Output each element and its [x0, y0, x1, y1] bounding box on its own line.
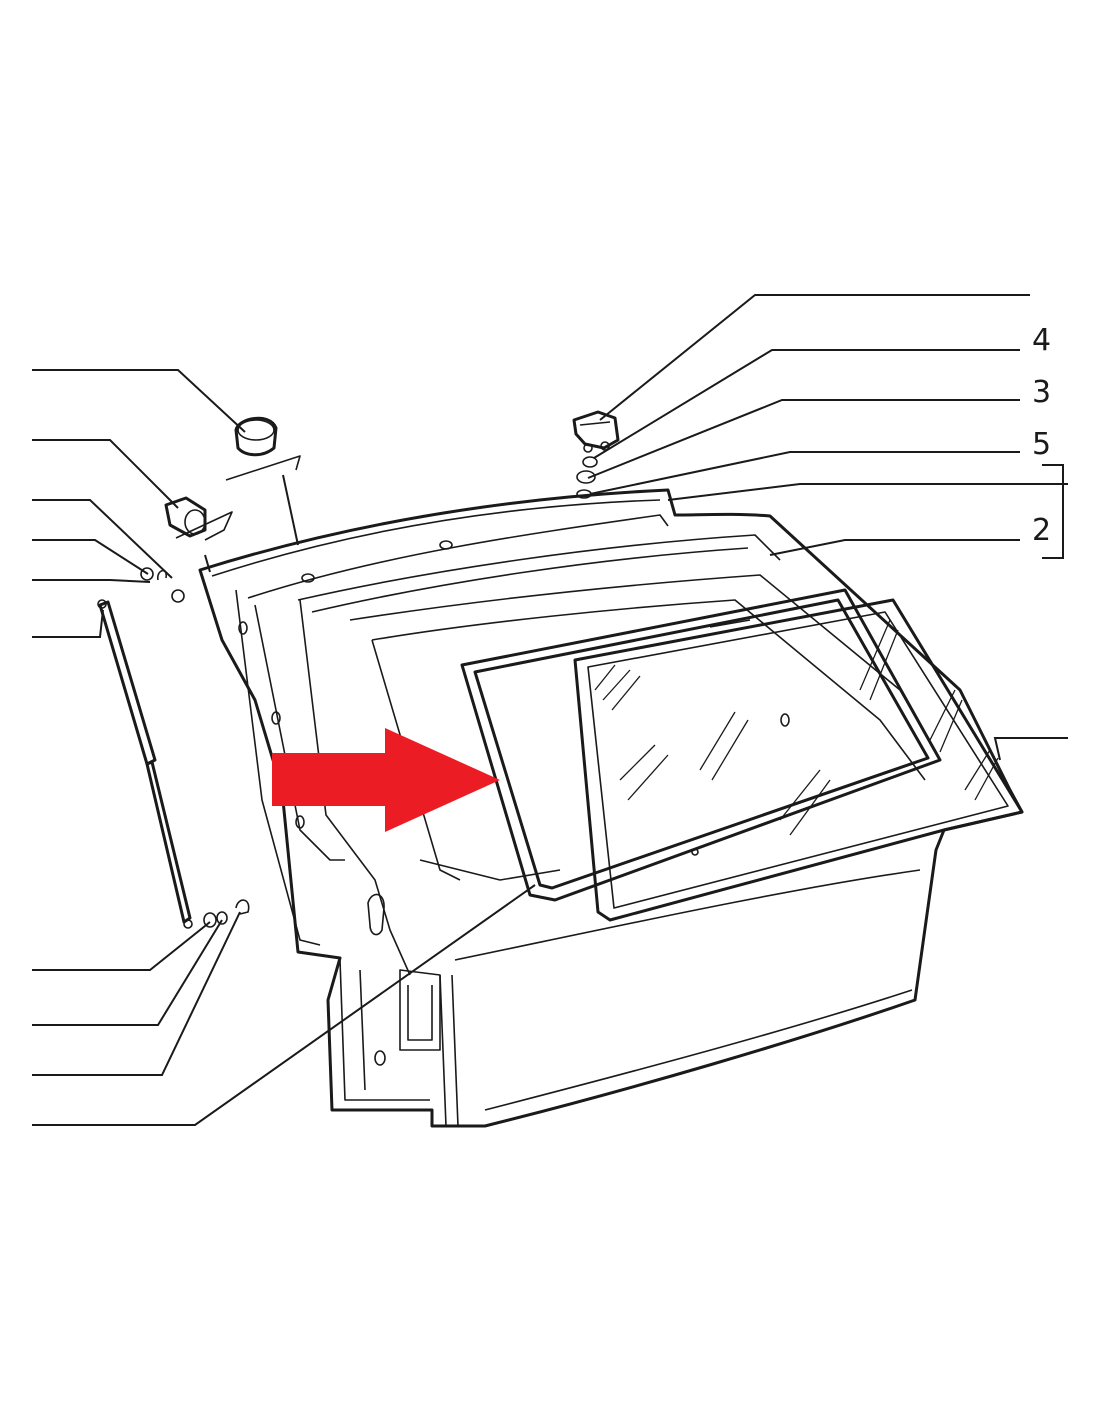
- callout-4: 4: [1032, 323, 1051, 358]
- callout-labels: 4 3 5 2: [1032, 323, 1051, 548]
- left-hardware: [97, 416, 301, 929]
- callout-5: 5: [1032, 427, 1051, 462]
- highlight-arrow: [272, 728, 500, 832]
- callout-3: 3: [1032, 375, 1051, 410]
- callout-2: 2: [1032, 513, 1051, 548]
- hinge-assembly: [572, 410, 620, 499]
- window-seal-gasket: [460, 588, 942, 902]
- tailgate-panel: [198, 488, 1024, 1128]
- rear-window-glass: [573, 598, 1024, 922]
- right-leader-lines: [587, 294, 1068, 761]
- left-leader-lines: [32, 369, 536, 1126]
